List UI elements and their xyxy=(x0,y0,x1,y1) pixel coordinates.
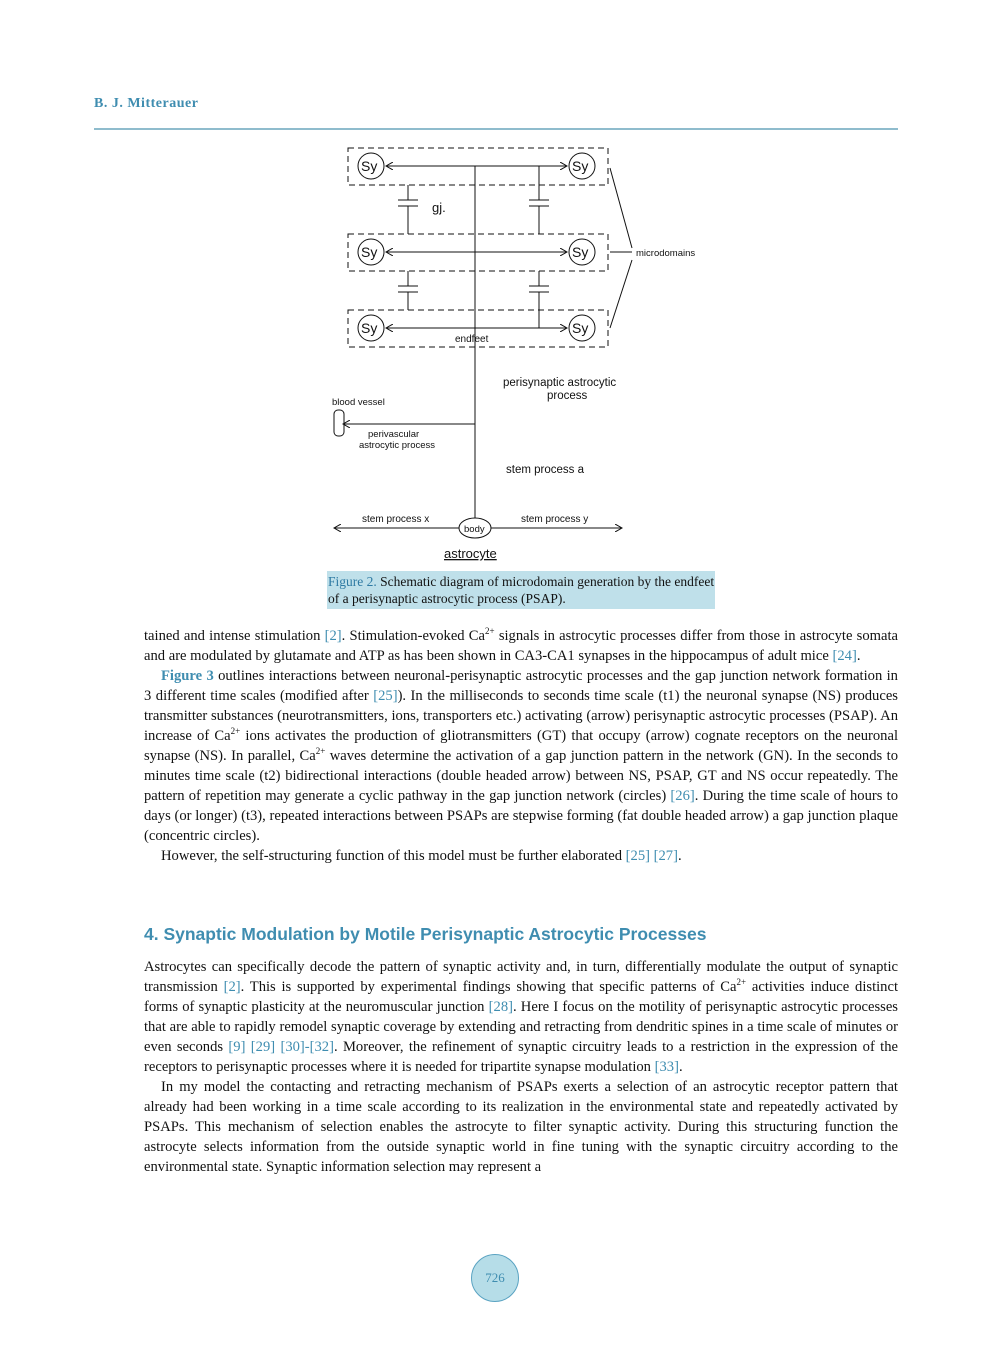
superscript: 2+ xyxy=(485,626,495,637)
citation-link[interactable]: [26] xyxy=(670,788,695,804)
text-run: . Moreover, the refinement of synaptic c… xyxy=(144,1039,898,1075)
psap-label-line1: perisynaptic astrocytic xyxy=(503,377,616,389)
synapse-circle xyxy=(568,314,596,342)
astrocyte-label: astrocyte xyxy=(444,546,497,561)
gj-label: gj. xyxy=(432,200,446,215)
page-number-badge: 726 xyxy=(471,1254,519,1302)
paragraph-3: However, the self-structuring function o… xyxy=(144,846,898,866)
citation-link[interactable]: [27] xyxy=(653,848,678,864)
text-run: activities induce distinct forms of syna… xyxy=(144,979,899,1015)
caption-text: Schematic diagram of microdomain generat… xyxy=(328,574,715,606)
sy-label: Sy xyxy=(361,158,377,174)
superscript: 2+ xyxy=(315,746,326,757)
citation-link[interactable]: [9] xyxy=(228,1039,246,1055)
body-label: body xyxy=(464,524,485,535)
figure-2-diagram: Sy Sy Sy Sy Sy Sy gj. microdomains endfe… xyxy=(320,138,720,568)
endfeet-label: endfeet xyxy=(455,334,489,345)
text-run: . Stimulation-evoked Ca xyxy=(341,628,486,644)
sy-label: Sy xyxy=(572,320,588,336)
text-run: signals in astrocytic processes differ f… xyxy=(144,628,898,664)
stem-process-x-label: stem process x xyxy=(362,514,429,525)
citation-link[interactable]: [28] xyxy=(488,999,513,1015)
sy-label: Sy xyxy=(361,320,377,336)
text-run: outlines interactions between neuronal-p… xyxy=(144,668,898,704)
text-run: . Here I focus on the motility of perisy… xyxy=(144,999,898,1055)
sy-label: Sy xyxy=(572,244,588,260)
citation-link[interactable]: [2] xyxy=(223,979,241,995)
figure-caption: Figure 2. Schematic diagram of microdoma… xyxy=(327,571,715,609)
text-run: tained and intense stimulation xyxy=(144,628,325,644)
synapse-circle xyxy=(357,314,385,342)
citation-link[interactable]: [29] xyxy=(250,1039,276,1055)
paragraph-5: In my model the contacting and retractin… xyxy=(144,1079,898,1175)
perivascular-label-line1: perivascular xyxy=(368,429,419,440)
sy-label: Sy xyxy=(361,244,377,260)
synapse-circle xyxy=(357,238,385,266)
body-text-upper: tained and intense stimulation [2]. Stim… xyxy=(144,626,898,866)
microdomain-box-3 xyxy=(347,309,609,348)
section-title: 4. Synaptic Modulation by Motile Perisyn… xyxy=(144,924,707,944)
microdomain-schematic: Sy Sy Sy Sy Sy Sy gj. microdomains endfe… xyxy=(332,147,695,561)
text-run: Astrocytes can specifically decode the p… xyxy=(144,959,898,995)
header-rule xyxy=(94,128,898,130)
caption-label: Figure 2. xyxy=(328,574,377,589)
paragraph-1: tained and intense stimulation [2]. Stim… xyxy=(144,626,898,666)
superscript: 2+ xyxy=(230,726,241,737)
text-run: ions activates the production of gliotra… xyxy=(144,728,899,764)
body-text-lower: Astrocytes can specifically decode the p… xyxy=(144,957,898,1177)
text-run: . xyxy=(678,1059,683,1075)
psap-label-line2: process xyxy=(547,390,588,402)
paragraph-2: Figure 3 outlines interactions between n… xyxy=(144,666,898,846)
paragraph-4: Astrocytes can specifically decode the p… xyxy=(144,957,898,1077)
synapse-circle xyxy=(568,238,596,266)
text-run: . During the time scale of hours to days… xyxy=(144,788,898,844)
text-run: . xyxy=(856,648,861,664)
superscript: 2+ xyxy=(736,977,747,988)
microdomain-box-1 xyxy=(347,147,609,186)
citation-link[interactable]: [25] xyxy=(625,848,650,864)
stem-process-y-label: stem process y xyxy=(521,514,588,525)
stem-process-a-label: stem process a xyxy=(506,464,585,476)
text-run: waves determine the activation of a gap … xyxy=(144,748,898,804)
text-run: ). In the milliseconds to seconds time s… xyxy=(144,688,898,744)
text-run: However, the self-structuring function o… xyxy=(161,848,626,864)
sy-label: Sy xyxy=(572,158,588,174)
citation-link[interactable]: [30]-[32] xyxy=(280,1039,334,1055)
citation-link[interactable]: [25] xyxy=(373,688,398,704)
citation-link[interactable]: [33] xyxy=(654,1059,679,1075)
citation-link[interactable]: [2] xyxy=(324,628,342,644)
perivascular-label-line2: astrocytic process xyxy=(359,440,435,451)
running-head-author: B. J. Mitterauer xyxy=(94,96,199,111)
citation-link[interactable]: [24] xyxy=(832,648,857,664)
synapse-circle xyxy=(357,152,385,180)
text-run: . This is supported by experimental find… xyxy=(240,979,737,995)
figure-link[interactable]: Figure 3 xyxy=(161,668,214,684)
text-run: . xyxy=(677,848,682,864)
blood-vessel-label: blood vessel xyxy=(332,397,385,408)
synapse-circle xyxy=(568,152,596,180)
blood-vessel-shape xyxy=(333,409,345,437)
microdomain-box-2 xyxy=(347,233,609,272)
microdomains-label: microdomains xyxy=(636,248,695,259)
